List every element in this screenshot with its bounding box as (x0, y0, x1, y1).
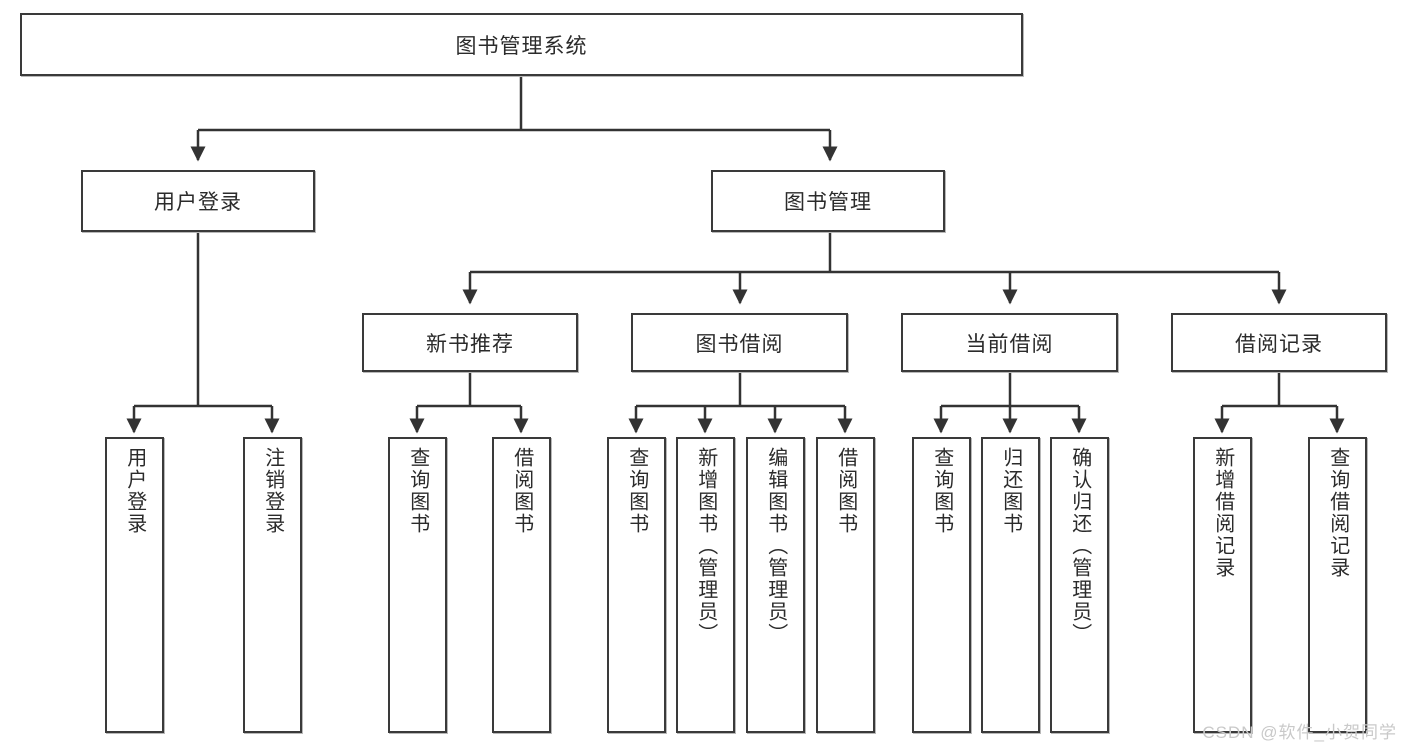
leaf-label: 借阅图书 (510, 447, 533, 535)
leaf-label: 注销登录 (261, 447, 284, 535)
leaf-label: 归还图书 (999, 447, 1022, 535)
leaf-add-record[interactable]: 新增借阅记录 (1193, 437, 1252, 733)
node-label: 用户登录 (154, 191, 242, 214)
node-label: 借阅记录 (1235, 332, 1323, 356)
node-current-borrow[interactable]: 当前借阅 (901, 313, 1118, 372)
node-borrow-record[interactable]: 借阅记录 (1171, 313, 1387, 372)
leaf-label: 新增借阅记录 (1211, 447, 1234, 579)
leaf-user-login[interactable]: 用户登录 (105, 437, 164, 733)
node-root-system[interactable]: 图书管理系统 (20, 13, 1023, 76)
leaf-add-book[interactable]: 新增图书（管理员） (676, 437, 735, 733)
leaf-return-book[interactable]: 归还图书 (981, 437, 1040, 733)
leaf-label: 查询图书 (625, 447, 648, 535)
node-label: 新书推荐 (426, 332, 514, 356)
leaf-logout-login[interactable]: 注销登录 (243, 437, 302, 733)
leaf-label: 用户登录 (123, 447, 146, 535)
node-label: 图书借阅 (695, 332, 784, 356)
leaf-label: 确认归还（管理员） (1068, 447, 1091, 645)
node-new-book-rec[interactable]: 新书推荐 (362, 313, 578, 372)
node-label: 图书管理系统 (455, 34, 588, 58)
leaf-label: 查询图书 (930, 447, 953, 535)
node-label: 当前借阅 (965, 332, 1054, 356)
leaf-label: 查询借阅记录 (1326, 447, 1349, 579)
node-book-manage[interactable]: 图书管理 (711, 170, 945, 232)
leaf-borrow-book-2[interactable]: 借阅图书 (816, 437, 875, 733)
node-label: 图书管理 (784, 191, 872, 214)
node-book-borrow[interactable]: 图书借阅 (631, 313, 848, 372)
leaf-edit-book[interactable]: 编辑图书（管理员） (746, 437, 805, 733)
leaf-label: 查询图书 (406, 447, 429, 535)
node-user-login[interactable]: 用户登录 (81, 170, 315, 232)
csdn-watermark: CSDN @软件_小贺同学 (1202, 723, 1397, 742)
leaf-label: 新增图书（管理员） (694, 447, 717, 645)
leaf-query-book-3[interactable]: 查询图书 (912, 437, 971, 733)
leaf-label: 借阅图书 (834, 447, 857, 535)
leaf-label: 编辑图书（管理员） (764, 447, 787, 645)
leaf-query-record[interactable]: 查询借阅记录 (1308, 437, 1367, 733)
leaf-query-book-2[interactable]: 查询图书 (607, 437, 666, 733)
leaf-borrow-book-1[interactable]: 借阅图书 (492, 437, 551, 733)
leaf-query-book-1[interactable]: 查询图书 (388, 437, 447, 733)
leaf-confirm-return[interactable]: 确认归还（管理员） (1050, 437, 1109, 733)
